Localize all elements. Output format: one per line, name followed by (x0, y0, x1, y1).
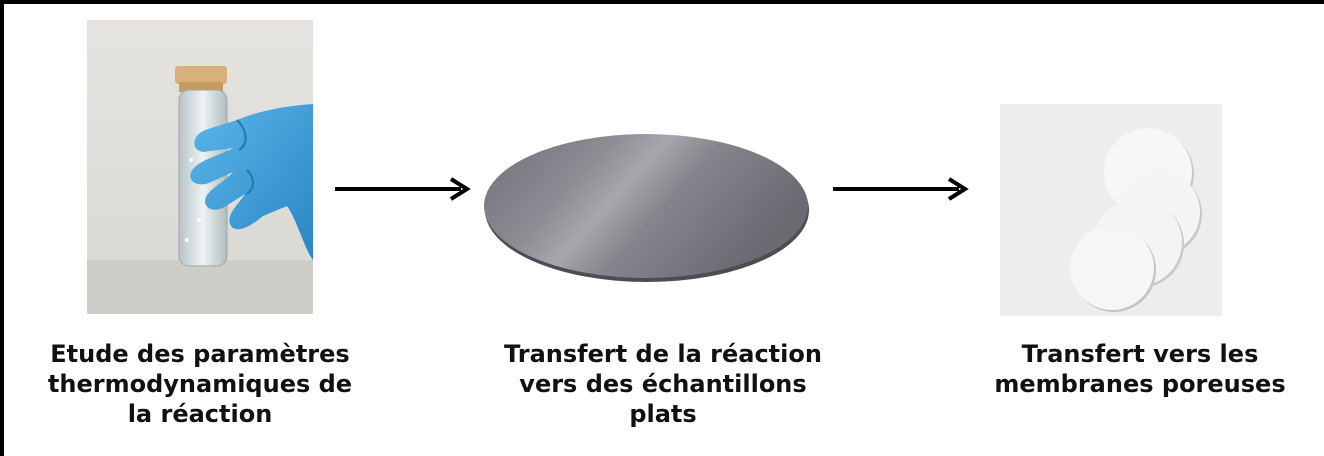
caption-line: la réaction (127, 400, 273, 428)
step-3-caption: Transfert vers les membranes poreuses (970, 339, 1310, 399)
caption-line: plats (629, 400, 697, 428)
right-arrow-icon (833, 176, 971, 206)
right-arrow-icon (335, 176, 473, 206)
caption-line: Transfert de la réaction (504, 340, 822, 368)
caption-line: thermodynamiques de (47, 370, 353, 398)
vial-in-gloved-hand-photo (87, 20, 313, 314)
caption-line: Transfert vers les (1021, 340, 1259, 368)
silicon-wafer-photo (481, 130, 811, 288)
caption-line: vers des échantillons (519, 370, 807, 398)
caption-line: membranes poreuses (994, 370, 1286, 398)
step-2-caption: Transfert de la réaction vers des échant… (470, 339, 856, 429)
caption-line: Etude des paramètres (50, 340, 350, 368)
step-1-caption: Etude des paramètres thermodynamiques de… (20, 339, 380, 429)
porous-membranes-photo (1000, 104, 1222, 316)
